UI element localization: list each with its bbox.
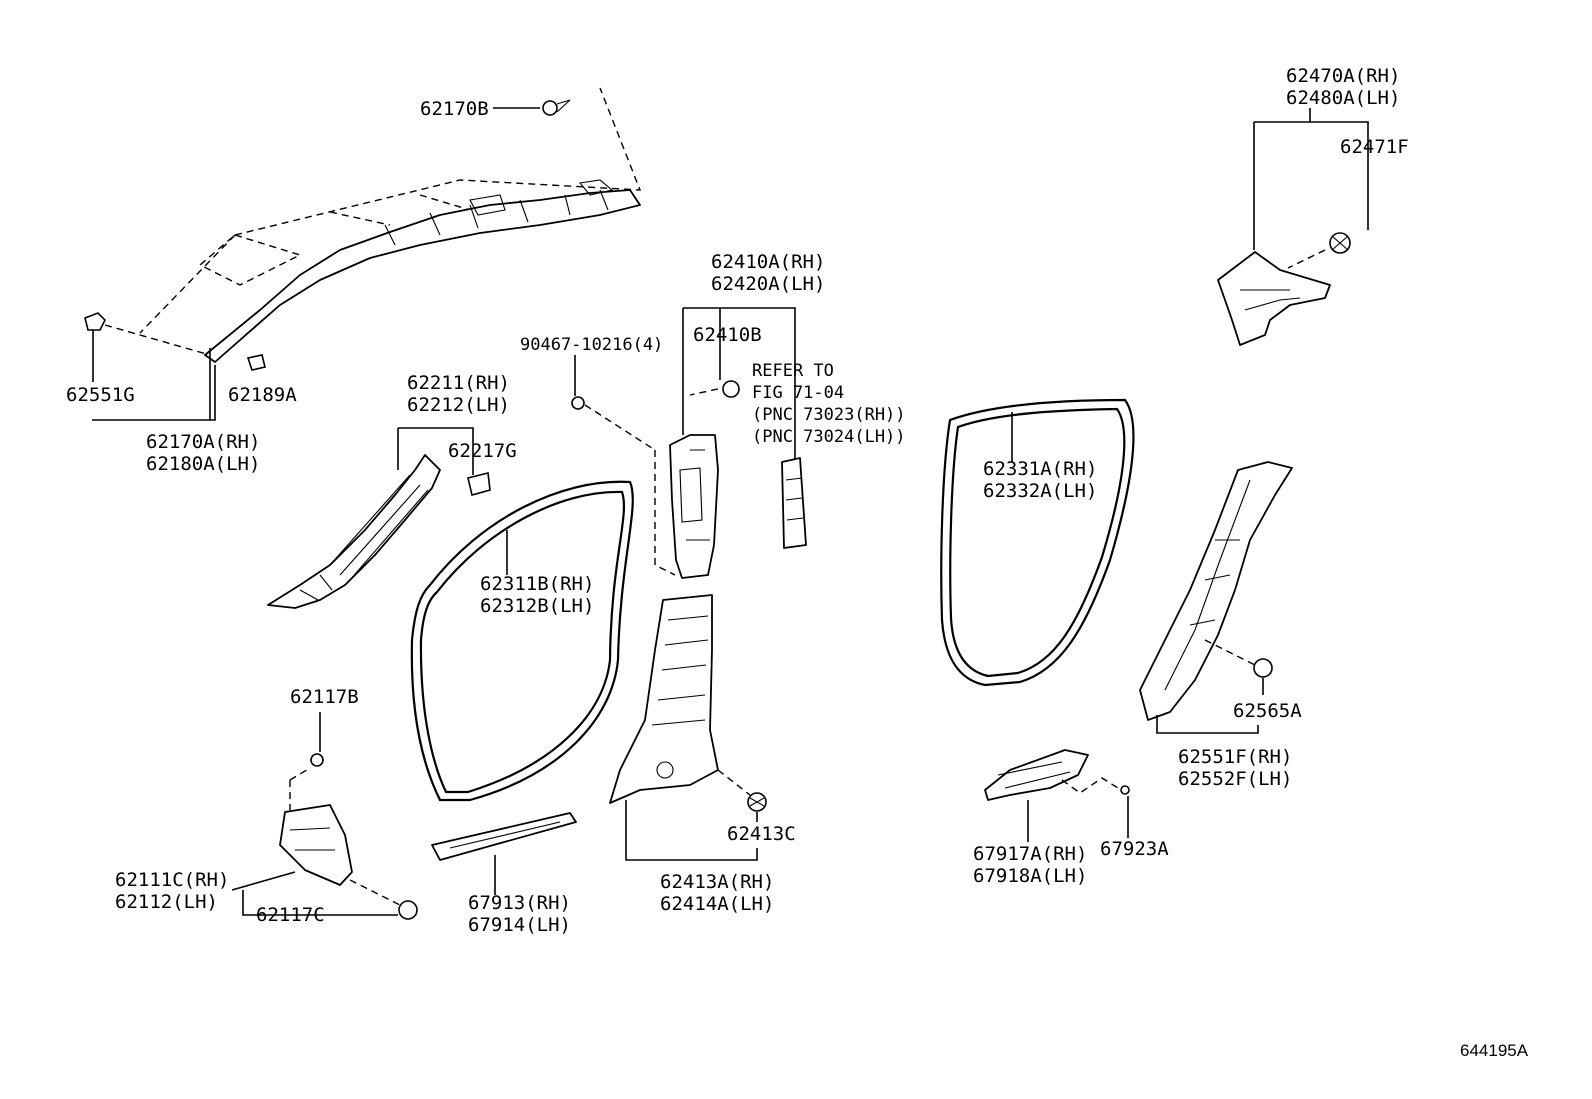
label-62112-lh: 62112(LH) <box>115 891 218 913</box>
label-67917A-rh: 67917A(RH) <box>973 843 1087 865</box>
label-67914-lh: 67914(LH) <box>468 914 571 936</box>
label-62552F-lh: 62552F(LH) <box>1178 768 1292 790</box>
label-62413A-rh: 62413A(RH) <box>660 871 774 893</box>
label-62413C: 62413C <box>727 823 796 845</box>
label-62410B: 62410B <box>693 324 762 346</box>
quarter-trim-lower <box>1139 461 1293 734</box>
label-62414A-lh: 62414A(LH) <box>660 893 774 915</box>
label-62117B: 62117B <box>290 686 359 708</box>
label-62480A-lh: 62480A(LH) <box>1286 87 1400 109</box>
rear-door-scuff-plate <box>984 749 1130 842</box>
label-62470A-rh: 62470A(RH) <box>1286 65 1400 87</box>
front-pillar-garnish <box>267 427 491 609</box>
label-62170A-rh: 62170A(RH) <box>146 431 260 453</box>
label-62332A-lh: 62332A(LH) <box>983 480 1097 502</box>
diagram-reference-number: 644195A <box>1460 1041 1529 1060</box>
label-62117C: 62117C <box>256 904 325 926</box>
label-62312B-lh: 62312B(LH) <box>480 595 594 617</box>
label-67913-rh: 67913(RH) <box>468 892 571 914</box>
quarter-trim-upper <box>1217 108 1369 346</box>
leader-62170A <box>92 330 216 421</box>
label-refer-4: (PNC 73024(LH)) <box>752 427 906 447</box>
label-refer-3: (PNC 73023(RH)) <box>752 405 906 425</box>
label-62565A: 62565A <box>1233 700 1302 722</box>
label-62331A-rh: 62331A(RH) <box>983 458 1097 480</box>
label-67918A-lh: 67918A(LH) <box>973 865 1087 887</box>
label-refer-1: REFER TO <box>752 361 834 381</box>
label-62471F: 62471F <box>1340 136 1409 158</box>
front-door-opening-weatherstrip <box>410 480 634 802</box>
label-62420A-lh: 62420A(LH) <box>711 273 825 295</box>
label-62410A-rh: 62410A(RH) <box>711 251 825 273</box>
label-62311B-rh: 62311B(RH) <box>480 573 594 595</box>
label-62551G: 62551G <box>66 384 135 406</box>
label-62170B: 62170B <box>420 98 489 120</box>
label-62211-rh: 62211(RH) <box>407 372 510 394</box>
label-refer-2: FIG 71-04 <box>752 383 844 403</box>
label-62212-lh: 62212(LH) <box>407 394 510 416</box>
label-62111C-rh: 62111C(RH) <box>115 869 229 891</box>
rear-door-opening-weatherstrip <box>940 398 1135 687</box>
roof-side-rail-garnish <box>84 87 642 371</box>
seat-belt-cover <box>781 457 807 549</box>
cowl-side-trim <box>231 712 418 920</box>
front-door-scuff-plate <box>431 812 577 895</box>
callout-labels: 62170B 62551G 62189A 62170A(RH) 62180A(L… <box>66 65 1529 1060</box>
screw-62170B <box>493 99 571 116</box>
center-pillar-upper-garnish <box>571 307 796 579</box>
label-62189A: 62189A <box>228 384 297 406</box>
label-90467: 90467-10216(4) <box>520 335 663 355</box>
label-62551F-rh: 62551F(RH) <box>1178 746 1292 768</box>
label-67923A: 67923A <box>1100 838 1169 860</box>
center-pillar-lower-garnish <box>609 594 767 861</box>
label-62217G: 62217G <box>448 440 517 462</box>
label-62180A-lh: 62180A(LH) <box>146 453 260 475</box>
